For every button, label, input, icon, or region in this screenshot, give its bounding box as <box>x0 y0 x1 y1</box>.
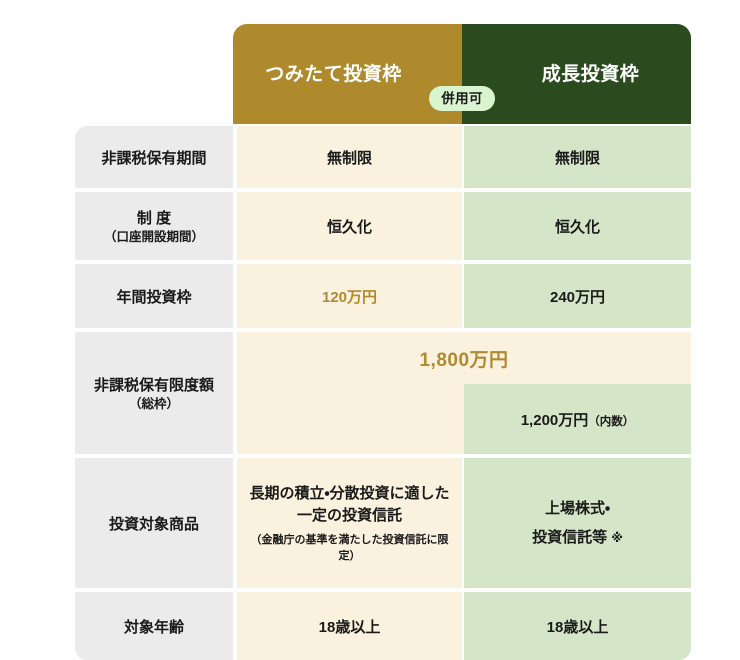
cell-value: 18歳以上 <box>318 618 381 636</box>
row-label-text: 投資対象商品 <box>108 515 199 533</box>
row-label-eligible-products: 投資対象商品 <box>75 458 233 588</box>
cell-value: 120万円 <box>321 288 378 306</box>
product-line-1: 上場株式・ <box>544 499 611 517</box>
cell-value: 18歳以上 <box>546 618 609 636</box>
sub-limit-wrapper: 1,200万円（内数） <box>521 409 635 430</box>
cell-seicho-eligible-products: 上場株式・ 投資信託等 ※ <box>464 458 691 588</box>
row-label-annual-limit: 年間投資枠 <box>75 264 233 328</box>
cell-seicho-eligible-age: 18歳以上 <box>464 592 691 660</box>
cell-value: 無制限 <box>554 149 600 167</box>
table-body: 非課税保有期間 無制限 無制限 制 度 （口座開設期間） 恒久化 恒久化 <box>75 126 691 660</box>
cell-tsumitate-holding-period: 無制限 <box>237 126 462 188</box>
row-label-text: 年間投資枠 <box>116 288 192 306</box>
table-row: 年間投資枠 120万円 240万円 <box>75 264 691 328</box>
cell-tsumitate-annual-limit: 120万円 <box>237 264 462 328</box>
table-row: 制 度 （口座開設期間） 恒久化 恒久化 <box>75 192 691 260</box>
header-label-tsumitate: つみたて投資枠 <box>265 63 402 85</box>
row-label-system-period: 制 度 （口座開設期間） <box>75 192 233 260</box>
status-badge-combined-use: 併用可 <box>429 86 495 111</box>
table-header: つみたて投資枠 成長投資枠 併用可 <box>233 24 691 124</box>
badge-label: 併用可 <box>441 90 483 106</box>
product-line-2: 一定の投資信託 <box>296 507 402 524</box>
cell-seicho-annual-limit: 240万円 <box>464 264 691 328</box>
row-label-total-limit: 非課税保有限度額 （総枠） <box>75 332 233 454</box>
product-line-1: 長期の積立・分散投資に適した <box>249 485 450 503</box>
table-row-total-limit: 非課税保有限度額 （総枠） 1,800万円 1,200万円（内数） <box>75 332 691 454</box>
row-label-text: 制 度 <box>136 209 172 227</box>
row-label-subtext: （総枠） <box>128 396 179 411</box>
cell-seicho-holding-period: 無制限 <box>464 126 691 188</box>
row-label-subtext: （口座開設期間） <box>103 229 204 244</box>
cell-value: 恒久化 <box>326 218 372 236</box>
row-label-text: 対象年齢 <box>123 618 184 636</box>
row-label-holding-period: 非課税保有期間 <box>75 126 233 188</box>
product-line-2-wrapper: 投資信託等 ※ <box>532 527 623 549</box>
cell-value: 恒久化 <box>554 218 600 236</box>
product-line-2: 投資信託等 <box>532 528 608 546</box>
sub-limit-paren: （内数） <box>588 415 635 428</box>
row-label-eligible-age: 対象年齢 <box>75 592 233 660</box>
reference-mark-icon: ※ <box>611 530 623 545</box>
cell-tsumitate-eligible-products: 長期の積立・分散投資に適した 一定の投資信託 （金融庁の基準を満たした投資信託に… <box>237 458 462 588</box>
cell-value: 240万円 <box>549 288 606 306</box>
cell-value: 無制限 <box>326 149 372 167</box>
table-row: 対象年齢 18歳以上 18歳以上 <box>75 592 691 660</box>
table-row: 非課税保有期間 無制限 無制限 <box>75 126 691 188</box>
header-column-tsumitate: つみたて投資枠 <box>233 24 462 124</box>
total-limit-value: 1,800万円 <box>419 349 509 371</box>
cell-tsumitate-eligible-age: 18歳以上 <box>237 592 462 660</box>
product-note: （金融庁の基準を満たした投資信託に限定） <box>250 533 449 562</box>
header-column-seicho: 成長投資枠 <box>462 24 691 124</box>
row-label-text: 非課税保有期間 <box>101 149 207 167</box>
cell-seicho-system-period: 恒久化 <box>464 192 691 260</box>
cell-tsumitate-system-period: 恒久化 <box>237 192 462 260</box>
row-label-text: 非課税保有限度額 <box>93 376 214 394</box>
cell-seicho-sub-limit: 1,200万円（内数） <box>464 384 691 454</box>
header-label-seicho: 成長投資枠 <box>541 63 640 85</box>
sub-limit-value: 1,200万円 <box>520 411 589 429</box>
table-row: 投資対象商品 長期の積立・分散投資に適した 一定の投資信託 （金融庁の基準を満た… <box>75 458 691 588</box>
cell-merged-total-limit: 1,800万円 1,200万円（内数） <box>237 332 691 454</box>
